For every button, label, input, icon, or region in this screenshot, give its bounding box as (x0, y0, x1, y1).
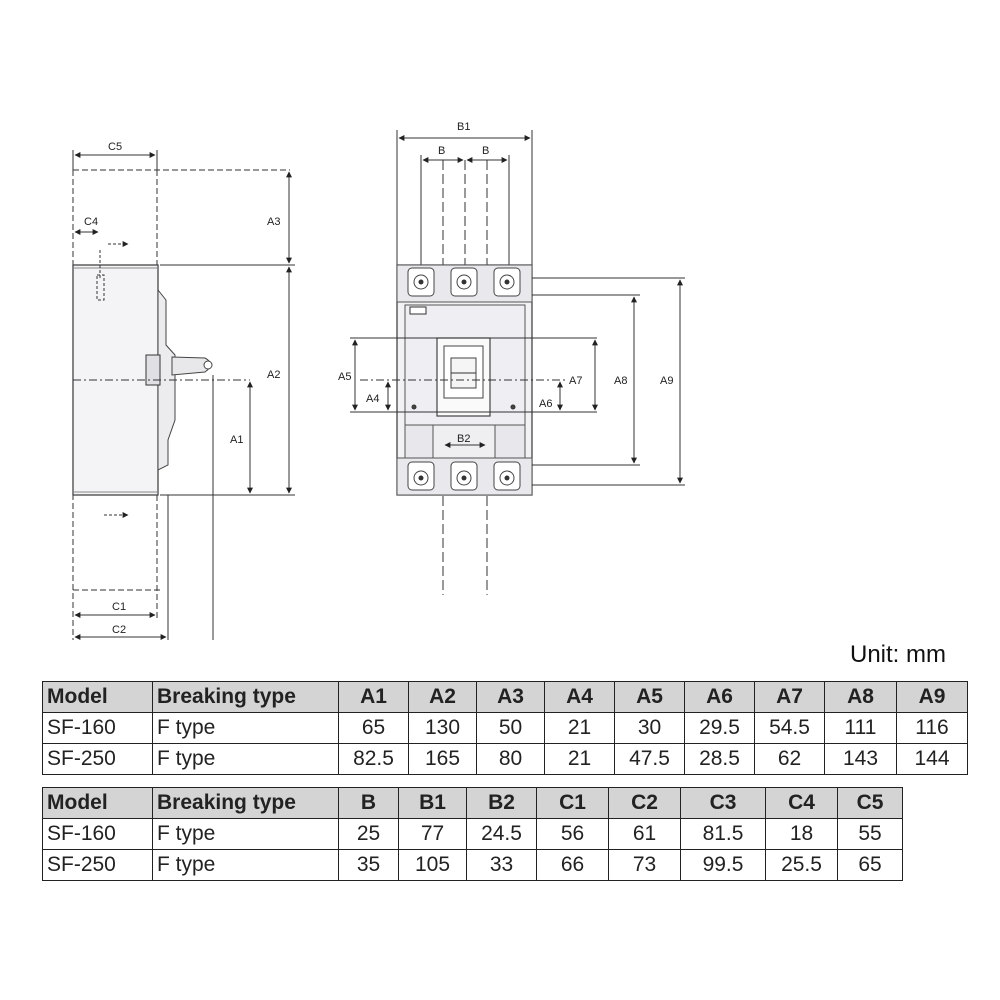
table-b-header-cell: C5 (837, 787, 903, 819)
table-a-header-cell: A7 (754, 681, 825, 713)
label-c2: C2 (112, 624, 126, 636)
table-b-table-cell: 99.5 (680, 849, 766, 881)
table-b-table-cell: F type (152, 849, 339, 881)
table-a-table-cell: 82.5 (338, 743, 409, 775)
table-a-table-cell: 30 (614, 712, 685, 744)
label-a2: A2 (267, 369, 280, 381)
table-a-header-cell: A6 (684, 681, 755, 713)
table-a-header-cell: Model (42, 681, 153, 713)
table-a-table-cell: 80 (476, 743, 545, 775)
table-b-header-cell: Model (42, 787, 153, 819)
label-c5: C5 (108, 141, 122, 153)
table-a-table-cell: 144 (896, 743, 968, 775)
table-a-table-cell: F type (152, 743, 339, 775)
table-b-table-cell: 56 (536, 818, 609, 850)
table-b-table-cell: 73 (608, 849, 681, 881)
table-b-table-cell: SF-160 (42, 818, 153, 850)
table-a-table-cell: 65 (338, 712, 409, 744)
table-b-table-cell: 35 (338, 849, 399, 881)
table-a-header-cell: Breaking type (152, 681, 339, 713)
table-b-table-cell: 105 (398, 849, 467, 881)
table-a-header-cell: A8 (824, 681, 897, 713)
label-a6: A6 (539, 398, 552, 410)
table-a-header-cell: A9 (896, 681, 968, 713)
table-b-header-cell: B2 (466, 787, 537, 819)
label-b-right: B (482, 145, 489, 157)
table-b-table-cell: 25.5 (765, 849, 838, 881)
table-a-table-cell: 21 (544, 712, 615, 744)
table-b-table-cell: 24.5 (466, 818, 537, 850)
table-a-table-cell: SF-250 (42, 743, 153, 775)
table-b-table-cell: 65 (837, 849, 903, 881)
table-a-table-cell: 62 (754, 743, 825, 775)
label-a9: A9 (660, 375, 673, 387)
table-b-table-cell: 81.5 (680, 818, 766, 850)
table-a-table-cell: 165 (408, 743, 477, 775)
label-a7: A7 (569, 375, 582, 387)
label-a1: A1 (230, 434, 243, 446)
label-a4: A4 (366, 393, 379, 405)
table-b-header-cell: B (338, 787, 399, 819)
table-b-header-cell: Breaking type (152, 787, 339, 819)
table-a-table-cell: 143 (824, 743, 897, 775)
table-a-table-cell: F type (152, 712, 339, 744)
table-a-table-cell: 54.5 (754, 712, 825, 744)
label-b2: B2 (457, 433, 470, 445)
table-a-header-cell: A3 (476, 681, 545, 713)
side-view (72, 150, 295, 640)
table-a-table-cell: 130 (408, 712, 477, 744)
label-b-left: B (438, 145, 445, 157)
technical-drawing: C5 C4 A3 A2 A1 C1 C2 C3 (72, 121, 685, 640)
table-b-header-cell: C3 (680, 787, 766, 819)
unit-label: Unit: mm (850, 641, 946, 668)
label-a8: A8 (614, 375, 627, 387)
table-a-header-cell: A2 (408, 681, 477, 713)
table-b-header-cell: C2 (608, 787, 681, 819)
label-b1: B1 (457, 121, 470, 133)
table-a-table-cell: 116 (896, 712, 968, 744)
table-a-table-cell: 50 (476, 712, 545, 744)
table-a-table-cell: 29.5 (684, 712, 755, 744)
table-a-header-cell: A1 (338, 681, 409, 713)
table-b-table-cell: 66 (536, 849, 609, 881)
table-a-table-cell: 47.5 (614, 743, 685, 775)
table-b-header-cell: C1 (536, 787, 609, 819)
label-a5: A5 (338, 371, 351, 383)
table-b-header-cell: C4 (765, 787, 838, 819)
table-b-table-cell: SF-250 (42, 849, 153, 881)
table-a-header-cell: A5 (614, 681, 685, 713)
table-b-table-cell: F type (152, 818, 339, 850)
table-a-header-cell: A4 (544, 681, 615, 713)
table-a-table-cell: 21 (544, 743, 615, 775)
table-b-table-cell: 33 (466, 849, 537, 881)
label-c1: C1 (112, 601, 126, 613)
front-view (350, 130, 685, 595)
table-b-table-cell: 77 (398, 818, 467, 850)
table-a-table-cell: SF-160 (42, 712, 153, 744)
table-a-table-cell: 28.5 (684, 743, 755, 775)
label-c4: C4 (84, 216, 98, 228)
table-a-table-cell: 111 (824, 712, 897, 744)
table-b-table-cell: 25 (338, 818, 399, 850)
table-b-header-cell: B1 (398, 787, 467, 819)
label-a3: A3 (267, 216, 280, 228)
table-b-table-cell: 55 (837, 818, 903, 850)
table-b-table-cell: 61 (608, 818, 681, 850)
table-b-table-cell: 18 (765, 818, 838, 850)
